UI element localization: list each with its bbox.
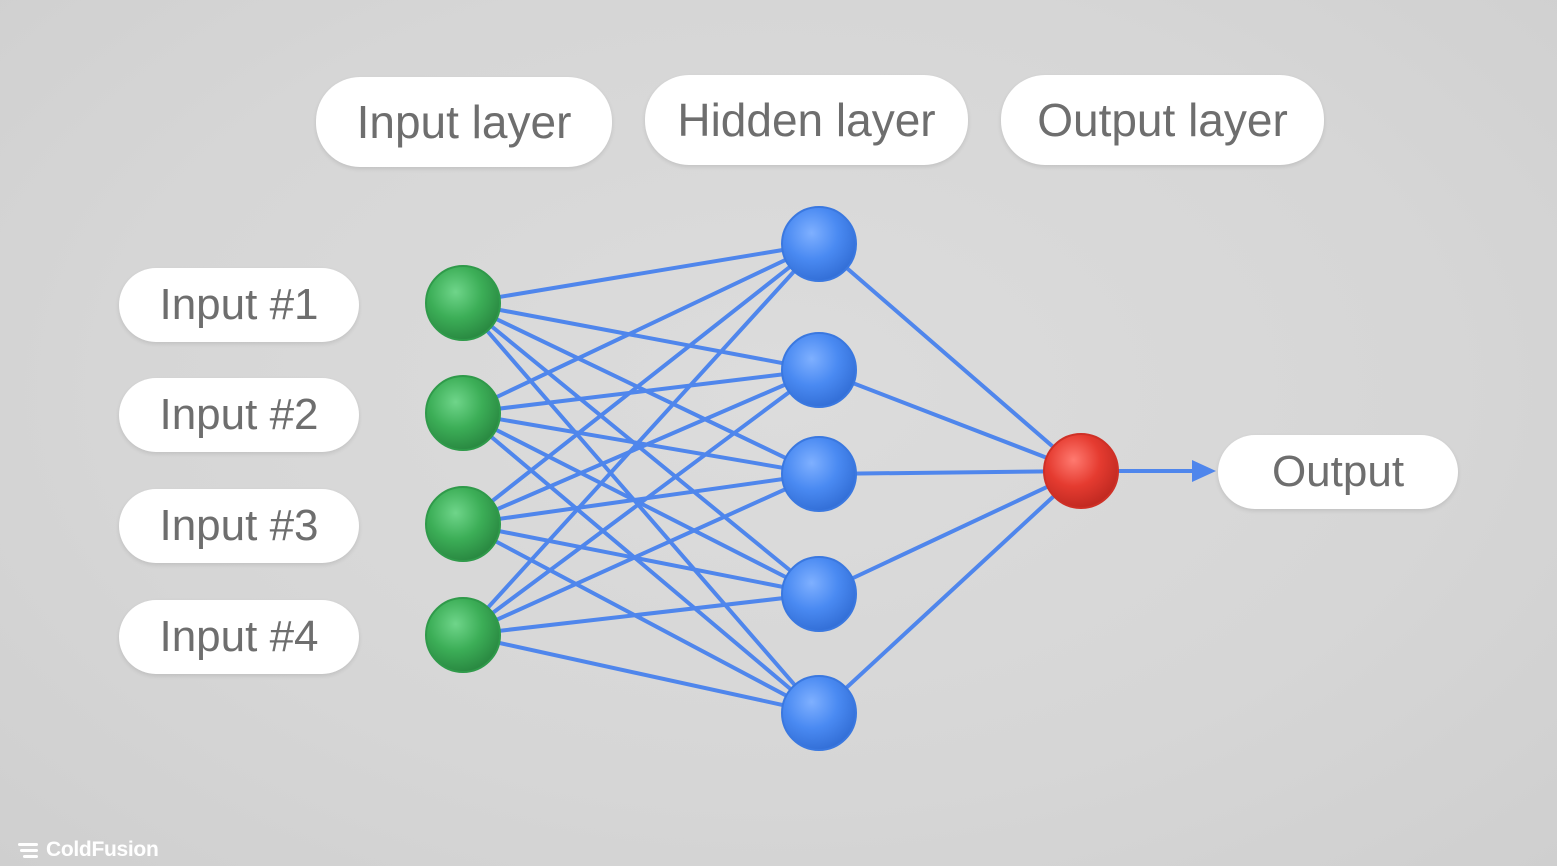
input-2-label: Input #2	[119, 378, 359, 452]
coldfusion-logo-icon	[18, 843, 38, 858]
input-3-label: Input #3	[119, 489, 359, 563]
hidden-node-2	[781, 332, 857, 408]
edge-input-4-hidden-4	[461, 592, 821, 637]
edge-input-1-hidden-5	[461, 301, 821, 715]
edge-input-2-hidden-3	[461, 411, 821, 476]
input-node-2	[425, 375, 501, 451]
brand-watermark: ColdFusion	[18, 836, 159, 864]
output-layer-label: Output layer	[1001, 75, 1324, 165]
edge-hidden-1-output	[817, 242, 1083, 473]
output-label: Output	[1218, 435, 1458, 509]
edge-input-3-hidden-1	[461, 242, 821, 526]
edge-input-4-hidden-1	[461, 242, 821, 637]
edge-input-3-hidden-5	[461, 522, 821, 715]
hidden-node-5	[781, 675, 857, 751]
hidden-node-3	[781, 436, 857, 512]
edge-input-2-hidden-2	[461, 368, 821, 415]
edge-input-4-hidden-3	[461, 472, 821, 637]
edge-hidden-2-output	[817, 368, 1083, 473]
input-node-4	[425, 597, 501, 673]
edge-input-1-hidden-1	[461, 242, 821, 305]
input-1-label: Input #1	[119, 268, 359, 342]
input-node-1	[425, 265, 501, 341]
edge-hidden-4-output	[817, 469, 1083, 596]
edge-input-2-hidden-5	[461, 411, 821, 715]
input-4-label: Input #4	[119, 600, 359, 674]
hidden-node-4	[781, 556, 857, 632]
output-arrow-head	[1192, 460, 1216, 482]
edge-input-2-hidden-1	[461, 242, 821, 415]
output-node	[1043, 433, 1119, 509]
edge-input-4-hidden-2	[461, 368, 821, 637]
edge-input-3-hidden-2	[461, 368, 821, 526]
edge-hidden-3-output	[817, 469, 1083, 476]
brand-name: ColdFusion	[46, 838, 159, 861]
edge-input-1-hidden-3	[461, 301, 821, 476]
edge-input-4-hidden-5	[461, 633, 821, 715]
edge-input-1-hidden-2	[461, 301, 821, 372]
input-layer-label: Input layer	[316, 77, 612, 167]
hidden-layer-label: Hidden layer	[645, 75, 968, 165]
edge-input-3-hidden-4	[461, 522, 821, 596]
edge-hidden-5-output	[817, 469, 1083, 715]
hidden-node-1	[781, 206, 857, 282]
edge-input-3-hidden-3	[461, 472, 821, 526]
input-node-3	[425, 486, 501, 562]
